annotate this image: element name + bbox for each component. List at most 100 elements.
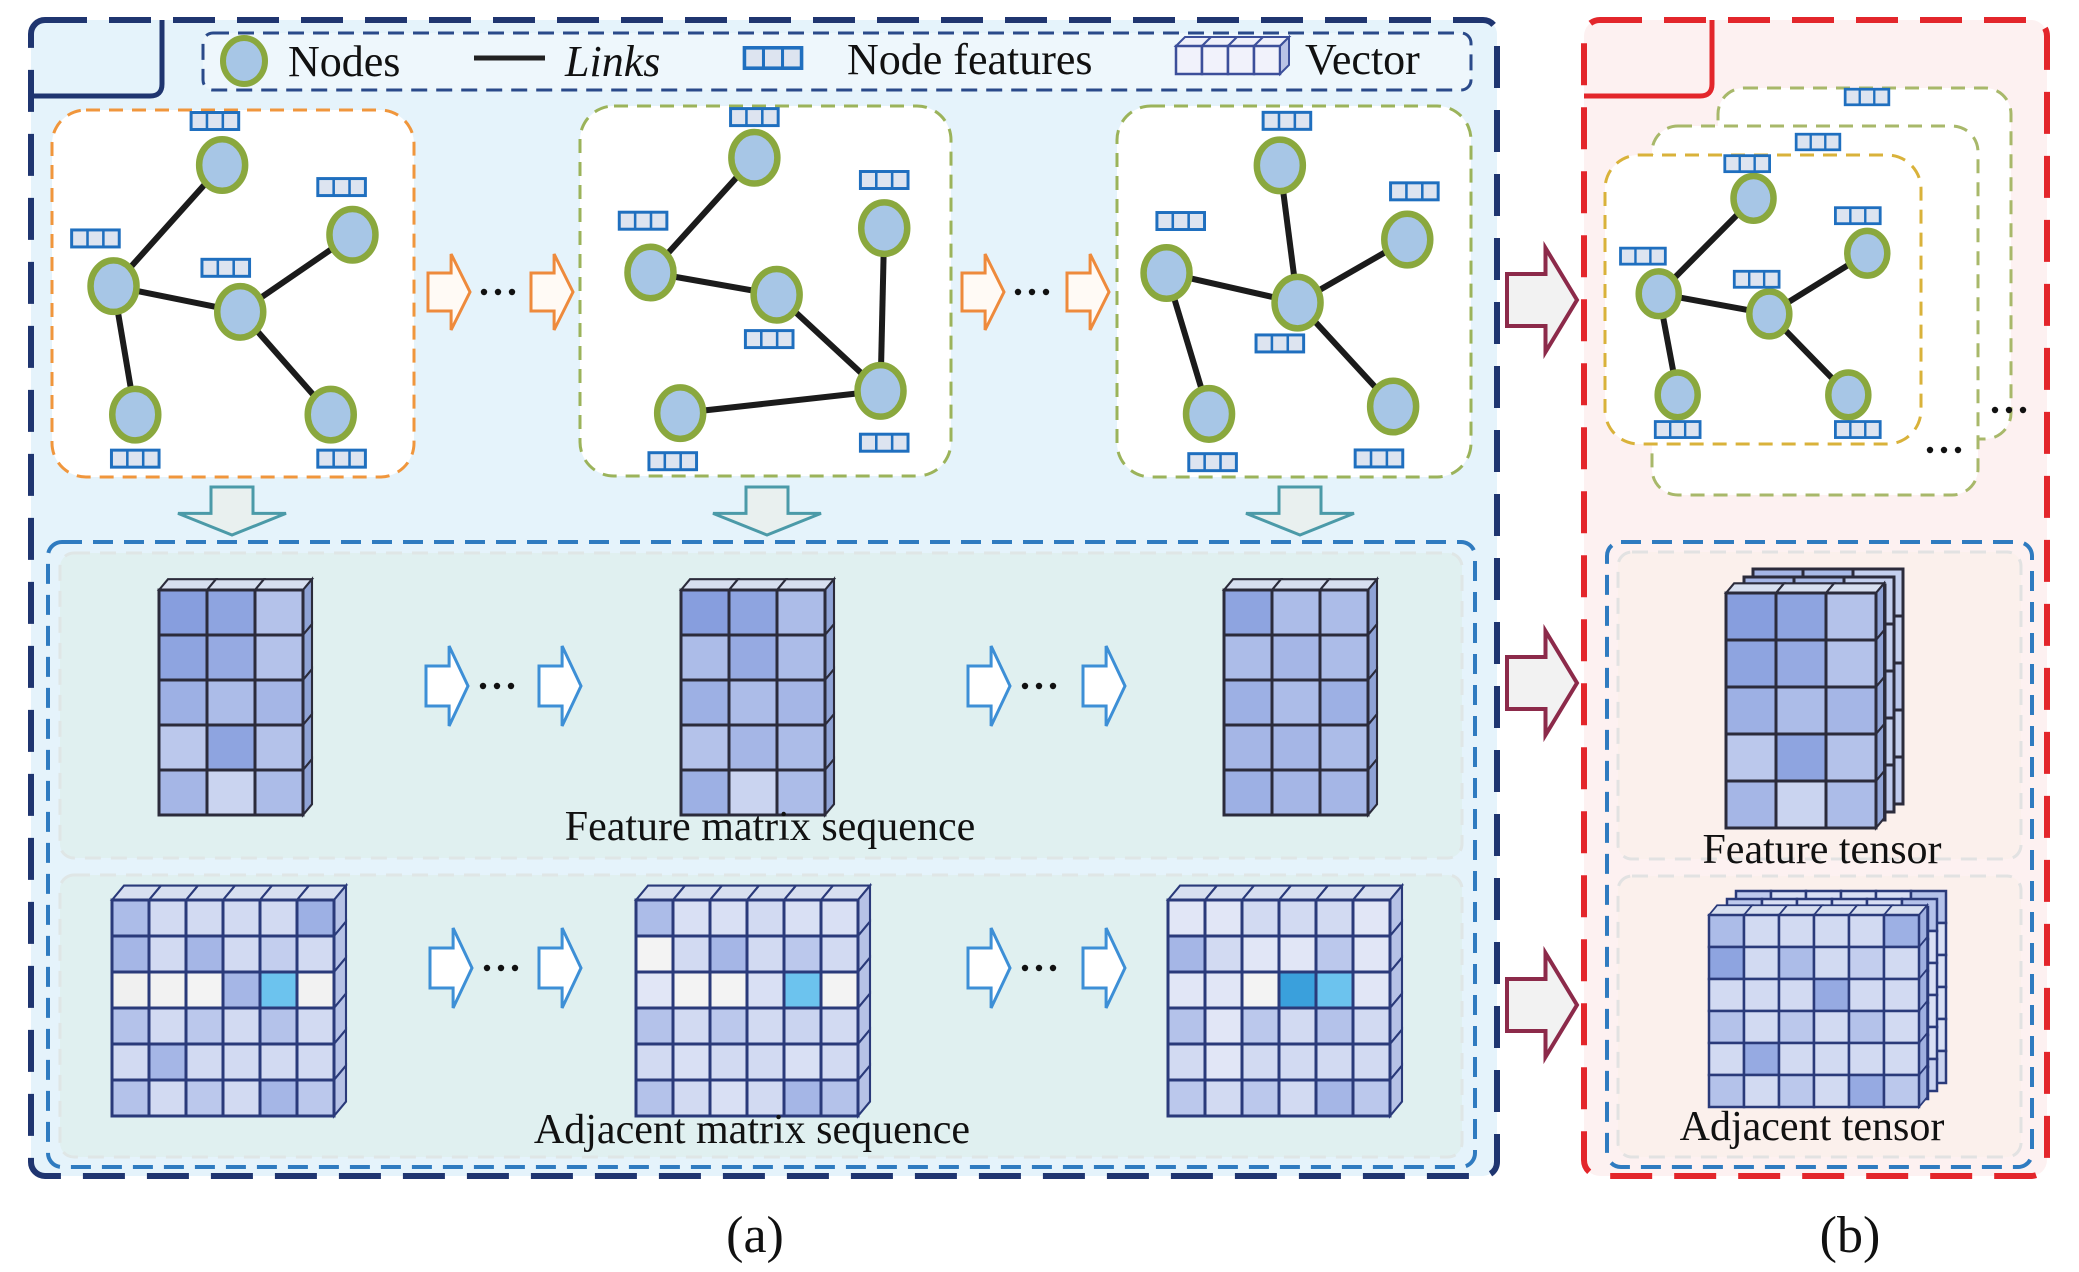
blue-sequence-arrow bbox=[1081, 927, 1127, 1009]
ellipsis-dot bbox=[1021, 682, 1029, 690]
matrix-cell bbox=[1222, 768, 1274, 817]
blue-sequence-arrow bbox=[966, 927, 1012, 1009]
graph-node bbox=[1271, 273, 1324, 332]
matrix-cell bbox=[221, 1006, 262, 1046]
legend: Nodes Links Node features Vector bbox=[201, 31, 1473, 92]
adjacent-tensor-label: Adjacent tensor bbox=[1680, 1104, 1945, 1150]
matrix-cell bbox=[819, 970, 860, 1010]
feature-tag-frame bbox=[1619, 246, 1667, 266]
matrix-cell bbox=[1240, 970, 1281, 1010]
matrix-cell bbox=[671, 970, 712, 1010]
matrix-cell bbox=[1240, 898, 1281, 938]
matrix-cell bbox=[1351, 934, 1392, 974]
matrix-cell bbox=[1774, 685, 1828, 736]
matrix-cell bbox=[819, 934, 860, 974]
matrix-cell bbox=[1351, 970, 1392, 1010]
matrix-cell bbox=[205, 723, 257, 772]
feature-tag-frame bbox=[1653, 420, 1702, 439]
ellipsis-dot bbox=[2005, 406, 2013, 414]
matrix-cell bbox=[1724, 685, 1778, 736]
matrix-cell bbox=[634, 970, 675, 1010]
graph-stack bbox=[1603, 86, 2027, 497]
matrix-cell bbox=[1166, 1078, 1207, 1118]
node-feature-tag bbox=[1261, 110, 1313, 131]
matrix-cell bbox=[708, 970, 749, 1010]
matrix-cell bbox=[1847, 1009, 1886, 1045]
node-legend-icon bbox=[220, 35, 268, 87]
ellipsis-dot bbox=[1049, 964, 1057, 972]
legend-nodes-label: Nodes bbox=[288, 37, 400, 86]
node-feature-tag bbox=[1254, 333, 1306, 354]
node-feature-tag bbox=[1834, 206, 1882, 226]
matrix-cell bbox=[782, 898, 823, 938]
ellipsis-dot bbox=[1926, 446, 1934, 454]
matrix-cell bbox=[1707, 913, 1746, 949]
matrix-cell bbox=[1707, 1009, 1746, 1045]
matrix-cell bbox=[679, 588, 731, 637]
matrix-cell bbox=[295, 1078, 336, 1118]
node-feature-tag bbox=[742, 46, 804, 70]
ellipsis-dot bbox=[497, 964, 505, 972]
matrix-cell bbox=[1812, 977, 1851, 1013]
matrix-cell bbox=[727, 588, 779, 637]
graph-node bbox=[1381, 210, 1434, 269]
graph-sequence bbox=[50, 104, 1473, 479]
ellipsis-dot bbox=[1035, 682, 1043, 690]
matrix-cell bbox=[782, 934, 823, 974]
down-arrow bbox=[177, 485, 287, 537]
matrix-section-frame bbox=[46, 540, 1477, 1169]
matrix-cell bbox=[157, 768, 209, 817]
feature-tag-frame bbox=[316, 177, 367, 198]
graph-node bbox=[624, 243, 677, 302]
blue-sequence-arrow bbox=[537, 927, 583, 1009]
matrix-cell bbox=[1314, 1006, 1355, 1046]
orange-sequence-arrow bbox=[426, 253, 472, 331]
matrix-cell bbox=[1270, 768, 1322, 817]
a-to-b-arrows bbox=[1505, 240, 1580, 1065]
ellipsis-dot bbox=[1991, 406, 1999, 414]
matrix-cell bbox=[1777, 1041, 1816, 1077]
ellipsis-dot bbox=[511, 964, 519, 972]
matrix-cell bbox=[1314, 1078, 1355, 1118]
matrix-cell bbox=[1707, 945, 1746, 981]
matrix-cell bbox=[708, 898, 749, 938]
matrix-cell bbox=[1812, 913, 1851, 949]
matrix-cell bbox=[1812, 1009, 1851, 1045]
feature-tag-frame bbox=[1389, 181, 1440, 202]
matrix-cell bbox=[745, 1042, 786, 1082]
matrix-cell bbox=[205, 678, 257, 727]
matrix-cell bbox=[1824, 732, 1878, 783]
matrix-cell bbox=[1742, 977, 1781, 1013]
feature-tag-frame bbox=[743, 329, 795, 350]
matrix-cell bbox=[258, 898, 299, 938]
matrix-cell bbox=[1277, 1006, 1318, 1046]
matrix-cell bbox=[1203, 970, 1244, 1010]
matrix-cell bbox=[679, 723, 731, 772]
matrix-cell bbox=[1203, 1006, 1244, 1046]
feature-matrix-2 bbox=[678, 576, 837, 818]
matrix-cell bbox=[671, 898, 712, 938]
ellipsis-dot bbox=[1940, 446, 1948, 454]
matrix-cell bbox=[634, 1078, 675, 1118]
node-feature-tag bbox=[858, 170, 910, 190]
matrix-cell bbox=[745, 934, 786, 974]
adjacent-matrix-3 bbox=[1165, 882, 1405, 1119]
matrix-cell bbox=[1882, 1041, 1921, 1077]
vector-cell bbox=[1226, 44, 1256, 76]
graph-node bbox=[109, 385, 162, 444]
feature-matrix-sequence-label: Feature matrix sequence bbox=[565, 804, 975, 850]
matrix-cell bbox=[1222, 678, 1274, 727]
matrix-cell bbox=[819, 1078, 860, 1118]
matrix-cell bbox=[1270, 588, 1322, 637]
node-feature-tag bbox=[1187, 452, 1238, 473]
node-feature-tag bbox=[647, 451, 699, 472]
matrix-cell bbox=[1847, 1073, 1886, 1109]
down-arrow bbox=[1245, 485, 1355, 537]
graph-node bbox=[1253, 136, 1307, 195]
matrix-cell bbox=[1314, 1042, 1355, 1082]
matrix-cell bbox=[1270, 723, 1322, 772]
graph-snapshot-2 bbox=[578, 104, 953, 478]
orange-sequence-arrow bbox=[960, 253, 1006, 331]
matrix-cell bbox=[708, 1042, 749, 1082]
tensor-section-frame bbox=[1605, 540, 2034, 1169]
